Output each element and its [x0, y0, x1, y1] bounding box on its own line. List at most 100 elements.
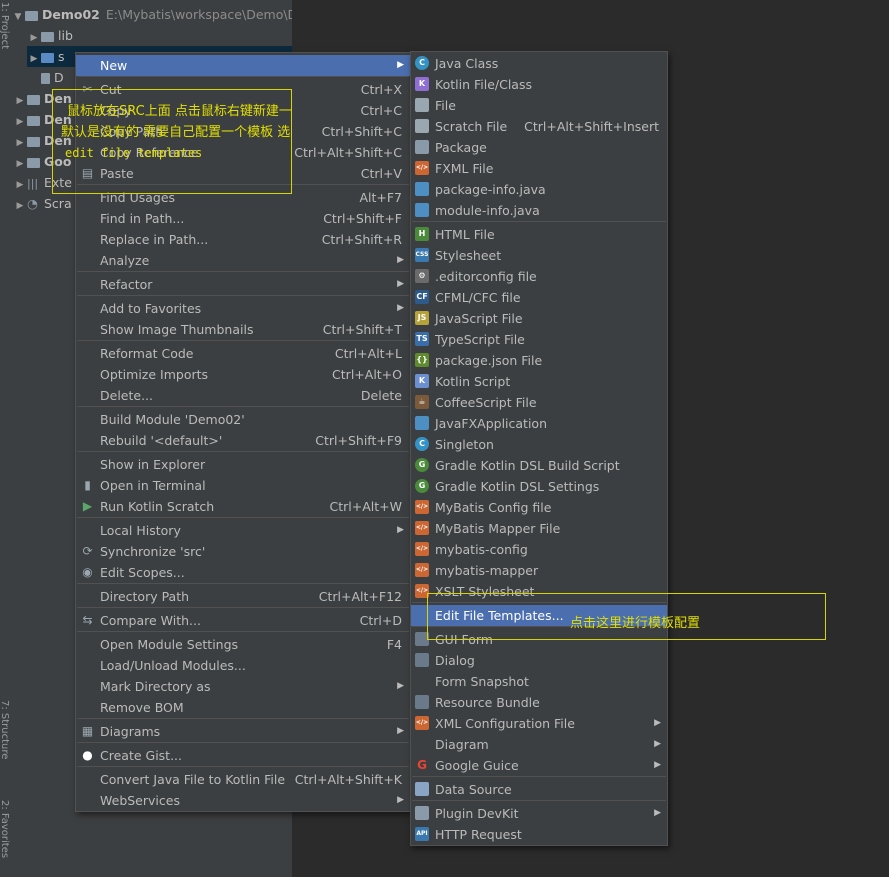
context-menu-item[interactable]: Mark Directory as▶ [76, 676, 410, 697]
new-submenu-item[interactable]: File [411, 95, 667, 116]
new-submenu-item[interactable]: </>mybatis-config [411, 539, 667, 560]
context-menu-item[interactable]: ▮Open in Terminal [76, 475, 410, 496]
context-menu-item[interactable]: Remove BOM [76, 697, 410, 718]
context-menu-item[interactable]: New▶ [76, 55, 410, 76]
package-icon [415, 140, 429, 154]
context-menu-item[interactable]: Replace in Path...Ctrl+Shift+R [76, 229, 410, 250]
structure-tool-tab[interactable]: 7: Structure [0, 700, 10, 760]
new-submenu-item[interactable]: </>XSLT Stylesheet [411, 581, 667, 602]
menu-item-label: Kotlin Script [435, 374, 511, 389]
collapse-arrow-icon[interactable]: ▶ [16, 138, 24, 148]
template-icon: </> [415, 563, 429, 577]
collapse-arrow-icon[interactable]: ▶ [16, 159, 24, 169]
menu-item-shortcut: Ctrl+Shift+R [321, 232, 402, 247]
project-tool-tab[interactable]: 1: Project [0, 2, 10, 50]
tree-item-project[interactable]: ▶Goo [13, 151, 72, 172]
new-submenu-item[interactable]: </>mybatis-mapper [411, 560, 667, 581]
new-submenu-item[interactable]: module-info.java [411, 200, 667, 221]
new-submenu-item[interactable]: </>MyBatis Config file [411, 497, 667, 518]
new-submenu-item[interactable]: ☕CoffeeScript File [411, 392, 667, 413]
collapse-arrow-icon[interactable]: ▶ [30, 33, 38, 43]
new-submenu-item[interactable]: {}package.json File [411, 350, 667, 371]
new-submenu-item[interactable]: Package [411, 137, 667, 158]
collapse-arrow-icon[interactable]: ▶ [16, 117, 24, 127]
template-icon: </> [415, 521, 429, 535]
context-menu-item[interactable]: ⟳Synchronize 'src' [76, 541, 410, 562]
menu-item-label: Mark Directory as [100, 679, 211, 694]
context-menu-item[interactable]: ⇆Compare With...Ctrl+D [76, 610, 410, 631]
paste-icon: ▤ [81, 166, 94, 180]
expand-arrow-icon[interactable]: ▼ [14, 12, 22, 22]
context-menu-item[interactable]: Load/Unload Modules... [76, 655, 410, 676]
tree-item-project[interactable]: ▶Den [13, 109, 72, 130]
new-submenu-item[interactable]: Edit File Templates... [411, 605, 667, 626]
new-submenu-item[interactable]: Plugin DevKit▶ [411, 803, 667, 824]
collapse-arrow-icon[interactable]: ▶ [30, 54, 38, 64]
menu-item-shortcut: F4 [386, 637, 402, 652]
context-menu-item[interactable]: Delete...Delete [76, 385, 410, 406]
new-submenu-item[interactable]: JavaFXApplication [411, 413, 667, 434]
new-submenu-item[interactable]: Resource Bundle [411, 692, 667, 713]
tree-item-file[interactable]: D [41, 67, 64, 88]
new-submenu-item[interactable]: Form Snapshot [411, 671, 667, 692]
new-submenu-item[interactable]: Data Source [411, 779, 667, 800]
context-menu-item[interactable]: WebServices▶ [76, 790, 410, 811]
new-submenu-item[interactable]: </>XML Configuration File▶ [411, 713, 667, 734]
context-menu-item[interactable]: Build Module 'Demo02' [76, 409, 410, 430]
new-submenu-item[interactable]: Diagram▶ [411, 734, 667, 755]
menu-item-shortcut: Ctrl+Shift+F9 [315, 433, 402, 448]
favorites-tool-tab[interactable]: 2: Favorites [0, 800, 10, 859]
new-submenu-item[interactable]: ⚙.editorconfig file [411, 266, 667, 287]
context-menu-item[interactable]: Find in Path...Ctrl+Shift+F [76, 208, 410, 229]
context-menu-item[interactable]: Local History▶ [76, 520, 410, 541]
context-menu-item[interactable]: Refactor▶ [76, 274, 410, 295]
tree-item-lib[interactable]: ▶lib [27, 25, 73, 46]
context-menu-item[interactable]: ●Create Gist... [76, 745, 410, 766]
new-submenu-item[interactable]: Dialog [411, 650, 667, 671]
tree-item-scratches[interactable]: ▶◔Scra [13, 193, 72, 214]
tree-item-project[interactable]: ▶Den [13, 130, 72, 151]
scope-icon: ◉ [82, 565, 93, 579]
collapse-arrow-icon[interactable]: ▶ [16, 96, 24, 106]
collapse-arrow-icon[interactable]: ▶ [16, 180, 24, 190]
new-submenu-item[interactable]: </>FXML File [411, 158, 667, 179]
context-menu-item[interactable]: Rebuild '<default>'Ctrl+Shift+F9 [76, 430, 410, 451]
new-submenu-item[interactable]: package-info.java [411, 179, 667, 200]
api-icon: API [415, 827, 429, 841]
context-menu-item[interactable]: Analyze▶ [76, 250, 410, 271]
context-menu-item[interactable]: ◉Edit Scopes... [76, 562, 410, 583]
context-menu-item[interactable]: Show in Explorer [76, 454, 410, 475]
context-menu-item[interactable]: Add to Favorites▶ [76, 298, 410, 319]
collapse-arrow-icon[interactable]: ▶ [16, 201, 24, 211]
new-submenu-item[interactable]: </>MyBatis Mapper File [411, 518, 667, 539]
tree-item-project[interactable]: ▶Den [13, 88, 72, 109]
context-menu-item[interactable]: ▦Diagrams▶ [76, 721, 410, 742]
tree-item-external-libraries[interactable]: ▶|||Exte [13, 172, 72, 193]
